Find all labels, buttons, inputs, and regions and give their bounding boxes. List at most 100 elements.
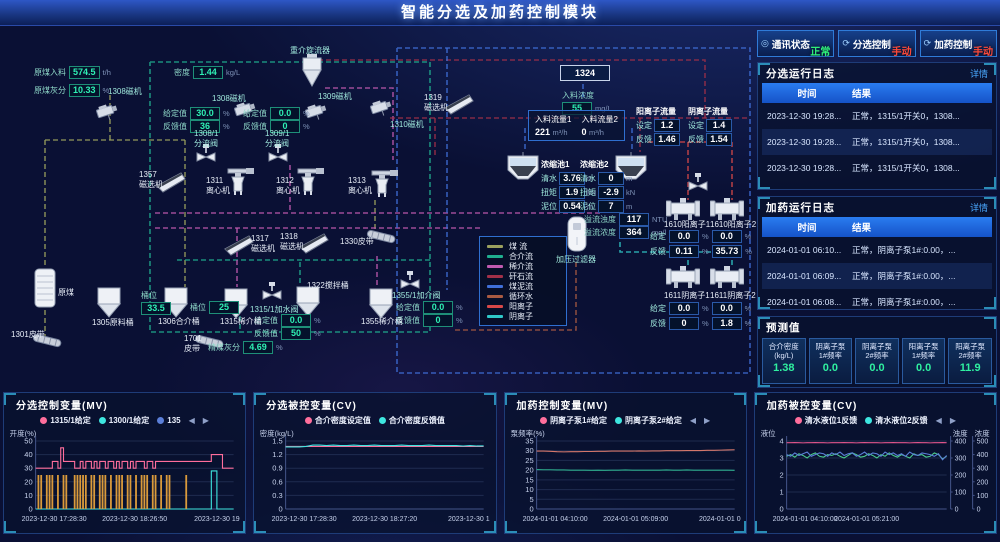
chart-legend-item[interactable]: 合介密度设定值 [304,415,371,426]
valve-icon[interactable] [268,144,288,166]
prediction-value: 0.0 [915,362,932,374]
magsep-icon [156,170,186,194]
sorting-control-button[interactable]: ⟳ 分选控制 手动 [838,30,916,58]
readout-value: 0 [669,317,699,330]
prediction-value: 11.9 [959,362,981,374]
svg-text:2023-12-30 17:28:30: 2023-12-30 17:28:30 [22,516,87,523]
chart-legend-item[interactable]: 合介密度反馈值 [378,415,445,426]
readout-value: 117 [619,213,649,226]
chart-legend-item[interactable]: 阴离子泵1#给定 [540,415,607,426]
svg-text:浓度: 浓度 [974,428,989,438]
legend-dot [794,416,802,424]
pump-icon[interactable] [709,198,745,222]
log-row: 2024-01-01 06:09...正常，阴离子泵1#:0.00，... [762,263,992,289]
diagram-label: 1701 皮带 [184,334,202,353]
log-time: 2023-12-30 19:28... [767,163,842,173]
pool-label: 泥位 [541,202,557,211]
chart-legend-item[interactable]: 1315/1给定 [40,415,91,426]
chart-legend-item[interactable]: 清水液位1反馈 [794,415,857,426]
chart-legend-item[interactable]: 阴离子泵2#给定 [614,415,682,426]
pool-label: 扭矩 [580,188,596,197]
valve-icon[interactable] [400,271,420,293]
readout-label: 给定值 [243,109,267,118]
comm-status-button[interactable]: ◎ 通讯状态 正常 [757,30,835,58]
legend-next-arrow[interactable]: ▶ [704,415,711,425]
legend-label: 清水液位2反馈 [875,415,928,425]
dosing-control-button[interactable]: ⟳ 加药控制 手动 [919,30,997,58]
chart-legend-item[interactable]: 135 [157,416,181,425]
magsep-icon [444,92,474,116]
svg-text:25: 25 [525,456,533,465]
legend-swatch [487,294,503,298]
diagram-label: 1610阳离子1 [664,220,711,229]
svg-text:0: 0 [954,507,958,514]
legend-next-arrow[interactable]: ▶ [202,415,209,425]
svg-text:200: 200 [976,479,988,486]
legend-prev-arrow[interactable]: ◀ [188,415,195,425]
dosing-log-details-link[interactable]: 详情 [969,202,988,213]
prediction-value: 1.38 [773,362,795,374]
readout-value: 0.11 [669,245,699,258]
prediction-sublabel: 2#频率 [958,351,982,360]
legend-dot [540,416,548,424]
legend-prev-arrow[interactable]: ◀ [689,415,697,425]
pump-icon[interactable] [665,198,701,222]
legend-item: 阴离子 [487,311,559,321]
pump-label: 给定 [650,232,666,241]
pump-icon[interactable] [665,266,701,290]
valve-icon[interactable] [196,144,216,166]
pool-label: 清水 [541,174,557,183]
readout-unit: mg/l [652,228,667,237]
svg-text:10: 10 [24,491,32,500]
readout-label: 精煤灰分 [208,343,240,352]
legend-next-arrow[interactable]: ▶ [949,415,956,425]
readout-label: 反馈值 [254,329,278,338]
flow-value: 0 [581,127,589,137]
prediction-sublabel: 2#频率 [865,351,889,360]
sorting-log-details-link[interactable]: 详情 [969,68,988,79]
legend-label: 阴离子 [509,311,533,321]
readout-value: 50 [281,327,311,340]
valve-icon[interactable] [262,282,282,304]
readout-value: 0.0 [711,302,742,315]
pump-label: 反馈 [650,319,666,328]
readout-unit: % [314,316,321,325]
readout-unit: % [314,329,321,338]
svg-text:20: 20 [525,466,533,475]
readout-value: 3.76 [559,172,585,185]
legend-label: 合介密度设定值 [314,415,371,425]
readout-label: 反馈值 [243,122,267,131]
readout-value: 0.0 [281,314,311,327]
legend-swatch [487,314,503,318]
readout-unit: % [303,109,310,118]
diagram-label: 1309/1 分流阀 [265,129,290,148]
chart-legend-item[interactable]: 1300/1给定 [98,415,149,426]
cyclone-icon [298,54,326,88]
camera-icon [232,98,258,120]
title-bar: 智能分选及加药控制模块 [0,0,1000,26]
valve-icon[interactable] [688,173,708,195]
readout-value: 0.0 [669,302,699,315]
prediction-sublabel: 1#频率 [911,351,936,360]
pool-label: 泥位 [580,202,596,211]
panel-title: 加药运行日志 [766,201,835,214]
pool-label: 清水 [580,174,596,183]
legend-item: 稀介流 [487,261,559,271]
log-time: 2023-12-30 19:28... [767,111,842,121]
legend-prev-arrow[interactable]: ◀ [935,415,942,425]
log-time: 2024-01-01 06:09... [767,271,842,281]
readout-unit: % [102,86,110,95]
pump-icon[interactable] [709,266,745,290]
chart-legend-item[interactable]: 清水液位2反馈 [865,415,928,426]
